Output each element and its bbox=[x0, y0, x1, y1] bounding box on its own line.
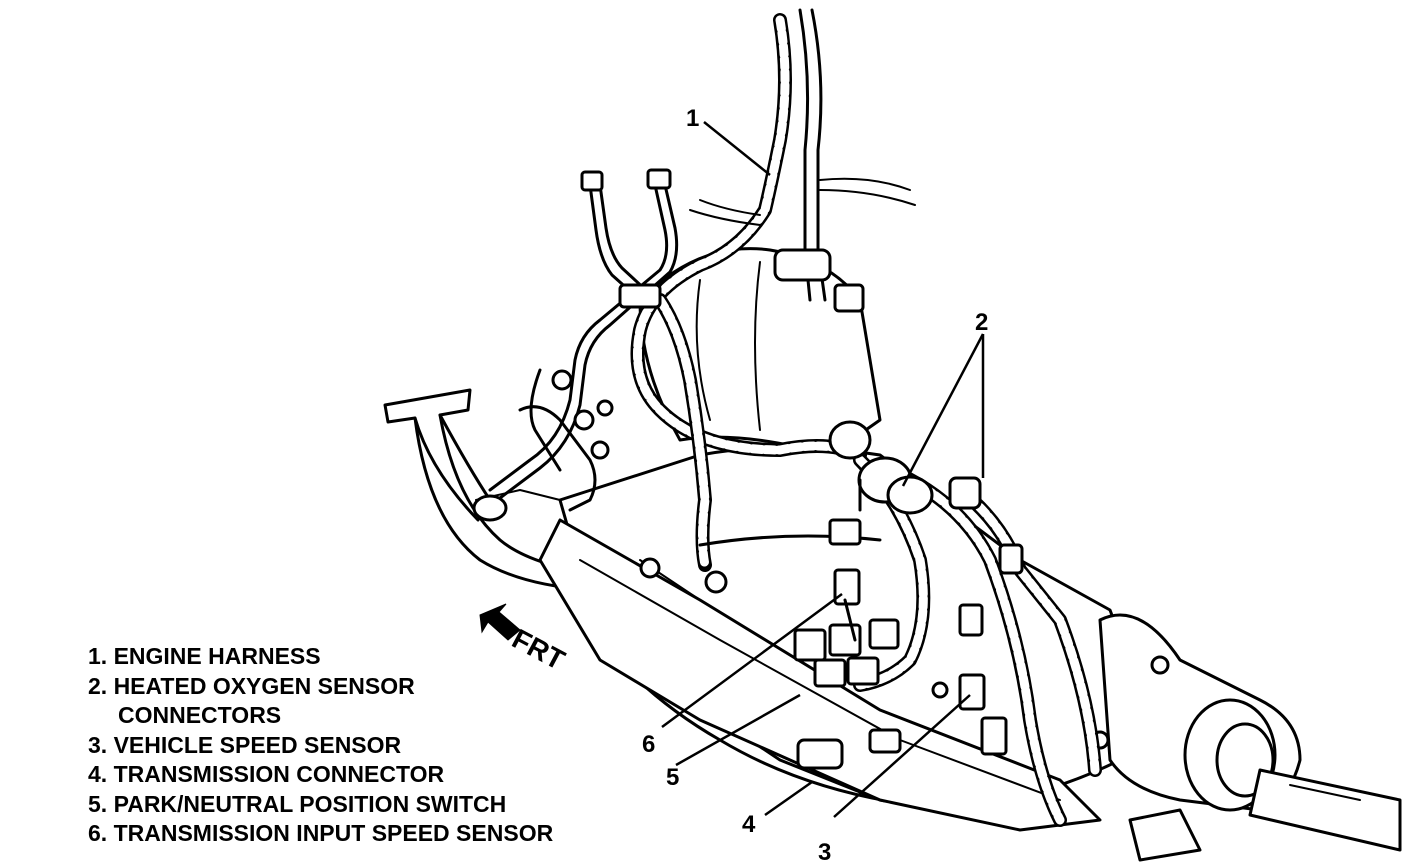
callout-5: 5 bbox=[666, 764, 679, 791]
fuel-lines bbox=[488, 168, 679, 512]
callout-6: 6 bbox=[642, 731, 655, 758]
callout-3: 3 bbox=[818, 839, 831, 866]
parts-legend: 1. ENGINE HARNESS 2. HEATED OXYGEN SENSO… bbox=[88, 642, 553, 849]
leader-lines bbox=[661, 121, 985, 818]
legend-item-transmission-connector: 4. TRANSMISSION CONNECTOR bbox=[88, 761, 445, 787]
legend-item-heated-oxygen-sensor-cont: CONNECTORS bbox=[118, 702, 282, 728]
front-arrow-icon bbox=[479, 603, 521, 641]
legend-item-vehicle-speed-sensor: 3. VEHICLE SPEED SENSOR bbox=[88, 731, 402, 758]
callout-2: 2 bbox=[975, 309, 988, 336]
legend-item-engine-harness: 1. ENGINE HARNESS bbox=[88, 643, 321, 669]
legend-item-input-speed-sensor: 6. TRANSMISSION INPUT SPEED SENSOR bbox=[88, 820, 554, 846]
legend-item-heated-oxygen-sensor: 2. HEATED OXYGEN SENSOR bbox=[88, 672, 415, 699]
callout-4: 4 bbox=[742, 811, 756, 838]
callout-1: 1 bbox=[686, 105, 699, 132]
harness-connectors bbox=[618, 248, 1024, 770]
legend-item-park-neutral-switch: 5. PARK/NEUTRAL POSITION SWITCH bbox=[88, 790, 507, 817]
